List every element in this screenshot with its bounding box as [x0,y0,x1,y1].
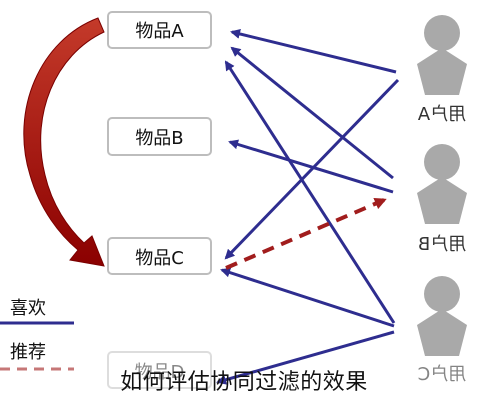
svg-text:物品B: 物品B [135,128,183,149]
item-box-c: 物品C [107,237,212,275]
edge-userB-itemB [228,139,394,194]
user-label-c: 用户C [418,364,467,385]
similarity-arrow [23,17,105,267]
user-label-a: 用户A [417,104,466,125]
edge-userC-itemA [224,60,396,324]
edge-userA-itemC [224,78,400,260]
user-c-icon [417,276,467,356]
item-box-d: 物品D [107,351,212,389]
user-label-b: 用户B [418,234,466,255]
item-box-b: 物品B [107,117,212,156]
legend-recommend-label: 推荐 [10,342,46,363]
svg-text:物品A: 物品A [135,21,184,42]
caption: 如何评估协同过滤的效果 [120,370,368,395]
user-a-icon [417,15,467,95]
svg-text:物品D: 物品D [135,362,185,383]
legend: 喜欢 推荐 [0,298,74,371]
svg-text:用户B: 用户B [418,234,466,255]
item-box-a: 物品A [107,11,212,49]
edge-userC-itemD [216,330,395,385]
svg-text:用户A: 用户A [417,104,466,125]
edge-userC-itemC [220,267,395,328]
svg-text:用户C: 用户C [418,364,467,385]
recommend-edge [225,198,387,270]
like-edges [216,29,400,385]
legend-like-label: 喜欢 [10,298,46,319]
edge-userA-itemA [230,29,397,74]
user-b-icon [417,144,467,224]
svg-text:物品C: 物品C [135,248,184,269]
edge-userB-itemA [230,46,394,180]
